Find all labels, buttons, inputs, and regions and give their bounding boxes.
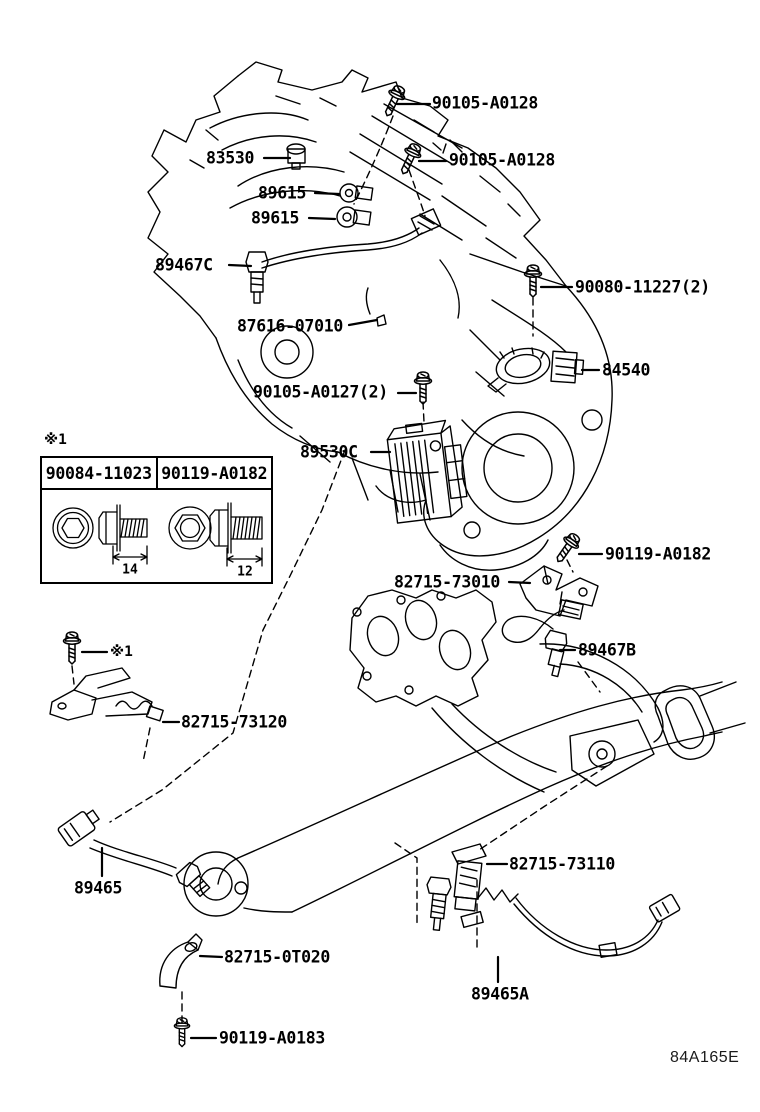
neutral-switch-84540 — [487, 347, 585, 393]
bracket-82715-73110 — [451, 843, 487, 929]
part-label-89465a: 89465A — [471, 984, 529, 1004]
part-label-89467b: 89467B — [578, 640, 636, 660]
ecu-89530c — [386, 419, 468, 524]
part-label-84540: 84540 — [602, 360, 651, 380]
o2-sensor-89467c — [245, 208, 442, 304]
part-label-82715-73010: 82715-73010 — [394, 572, 500, 592]
part-label-90105-a0127: 90105-A0127(2) — [253, 382, 388, 402]
part-label-90119-a0183: 90119-A0183 — [219, 1028, 325, 1048]
ref-table-part-1: 90084-11023 — [45, 463, 152, 483]
ref-marker-table: ※1 — [44, 432, 67, 448]
knock-sensor-lower — [336, 206, 372, 228]
part-label-90119-a0182: 90119-A0182 — [605, 544, 711, 564]
knock-sensor-upper — [339, 183, 374, 203]
ref-table-bolt-art — [52, 502, 263, 567]
exhaust-manifold — [349, 589, 664, 793]
part-label-82715-73110: 82715-73110 — [509, 854, 615, 874]
ref-marker-bracket: ※1 — [110, 644, 133, 660]
bolt-length-dim-12: 12 — [237, 564, 253, 580]
part-label-90080-11227: 90080-11227(2) — [575, 277, 710, 297]
part-label-82715-73120: 82715-73120 — [181, 712, 287, 732]
part-label-82715-0t020: 82715-0T020 — [224, 947, 330, 967]
part-label-89615-upper: 89615 — [258, 183, 307, 203]
part-label-89530c: 89530C — [300, 442, 358, 462]
bracket-82715-0t020 — [159, 933, 203, 989]
transmission-housing — [375, 253, 613, 571]
ref-table-part-2: 90119-A0182 — [155, 458, 272, 488]
reference-bolt-table-header: 90084-11023 90119-A0182 — [42, 458, 271, 490]
o2-sensor-89467b — [501, 599, 584, 678]
leader-lines — [80, 102, 604, 1040]
part-label-87616-07010: 87616-07010 — [237, 316, 343, 336]
part-label-83530: 83530 — [206, 148, 255, 168]
diagram-code: 84A165E — [670, 1049, 740, 1066]
o2-sensor-89465a — [426, 876, 681, 958]
part-label-90105-a0128-upper: 90105-A0128 — [432, 93, 538, 113]
o2-sensor-89465 — [57, 809, 211, 898]
dashed-reference-lines — [71, 115, 608, 1027]
part-label-89615-lower: 89615 — [251, 208, 300, 228]
bracket-82715-73010 — [519, 565, 599, 617]
part-label-89465: 89465 — [74, 878, 123, 898]
exhaust-pipe — [183, 681, 746, 917]
part-label-89467c: 89467C — [155, 255, 213, 275]
part-label-90105-a0128-lower: 90105-A0128 — [449, 150, 555, 170]
sensor-83530 — [286, 143, 306, 170]
bolt-length-dim-14: 14 — [122, 562, 138, 578]
reference-bolt-table: 90084-11023 90119-A0182 — [40, 456, 273, 584]
bracket-82715-73120 — [49, 667, 164, 722]
